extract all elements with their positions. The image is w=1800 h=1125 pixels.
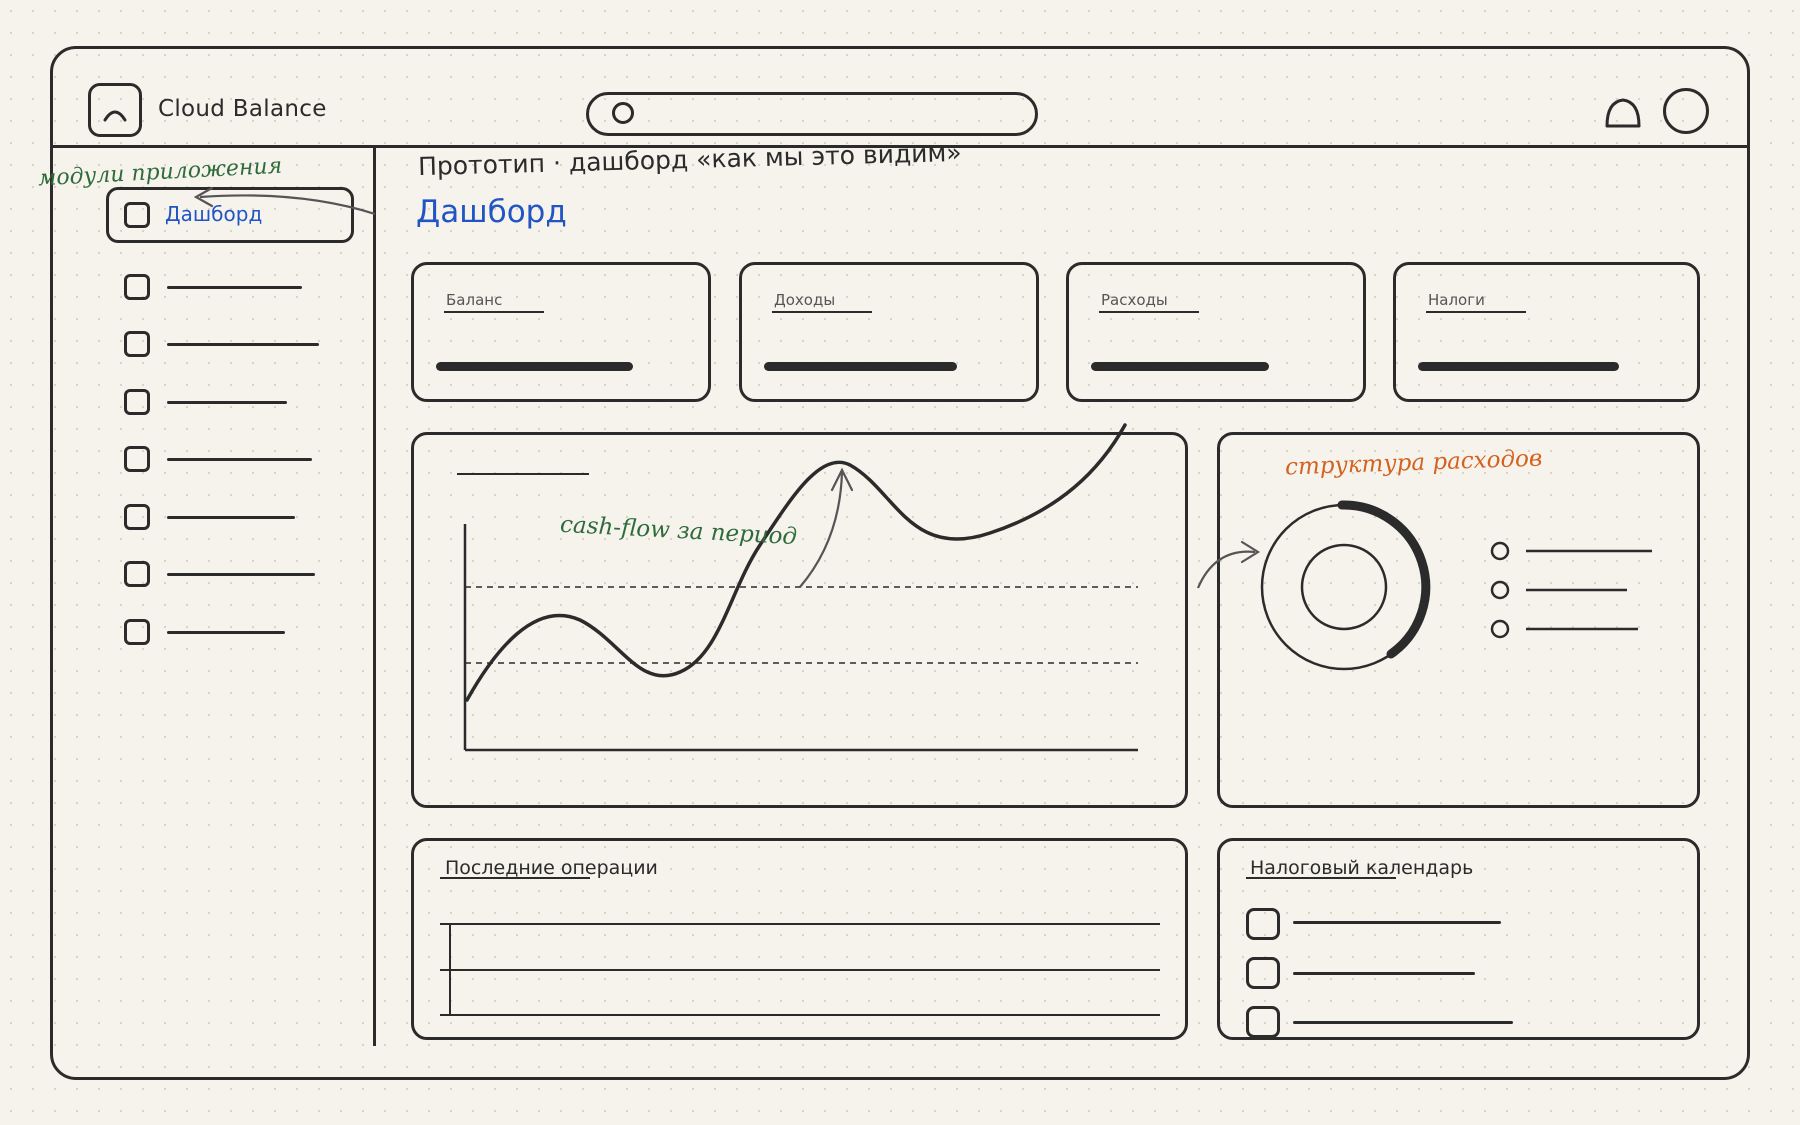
sidebar-item-placeholder[interactable] bbox=[167, 458, 312, 461]
kpi-label: Баланс bbox=[446, 291, 503, 309]
expense-structure-panel[interactable] bbox=[1217, 432, 1700, 808]
calendar-item-placeholder[interactable] bbox=[1293, 972, 1475, 975]
sidebar-item-icon[interactable] bbox=[124, 331, 150, 357]
legend-marker bbox=[1490, 541, 1510, 561]
kpi-underline bbox=[772, 311, 872, 313]
kpi-value-bar bbox=[1091, 362, 1269, 371]
kpi-label: Расходы bbox=[1101, 291, 1168, 309]
kpi-card-balance[interactable]: Баланс bbox=[411, 262, 711, 402]
annotation-arrowhead bbox=[1240, 540, 1261, 564]
sidebar-item-placeholder[interactable] bbox=[167, 631, 285, 634]
header-divider bbox=[52, 145, 1748, 148]
sidebar-item-label: Дашборд bbox=[165, 202, 263, 226]
annotation-arrow bbox=[199, 194, 376, 216]
calendar-item-icon[interactable] bbox=[1246, 1006, 1280, 1038]
kpi-card-taxes[interactable]: Налоги bbox=[1393, 262, 1700, 402]
kpi-underline bbox=[444, 311, 544, 313]
kpi-value-bar bbox=[436, 362, 633, 371]
sidebar-item-placeholder[interactable] bbox=[167, 286, 302, 289]
donut-highlight-segment bbox=[1337, 500, 1431, 659]
legend-marker bbox=[1490, 580, 1510, 600]
avatar-icon[interactable] bbox=[1663, 88, 1709, 134]
recent-operations-panel[interactable] bbox=[411, 838, 1188, 1040]
sidebar-item-icon[interactable] bbox=[124, 619, 150, 645]
kpi-card-income[interactable]: Доходы bbox=[739, 262, 1039, 402]
sidebar-item-placeholder[interactable] bbox=[167, 516, 295, 519]
bell-icon[interactable] bbox=[1603, 96, 1643, 130]
kpi-underline bbox=[1426, 311, 1526, 313]
kpi-card-expenses[interactable]: Расходы bbox=[1066, 262, 1366, 402]
recent-operations-title: Последние операции bbox=[445, 857, 658, 879]
annotation-arrow bbox=[1196, 550, 1256, 589]
annotation-arrow bbox=[799, 471, 844, 588]
sidebar-item-icon[interactable] bbox=[124, 561, 150, 587]
title-underline bbox=[1246, 877, 1396, 879]
title-underline bbox=[440, 877, 590, 879]
cashflow-chart-panel[interactable] bbox=[411, 432, 1188, 808]
kpi-value-bar bbox=[1418, 362, 1619, 371]
sidebar-divider bbox=[373, 146, 376, 1046]
annotation-arrowhead bbox=[830, 467, 854, 492]
sidebar-item-icon[interactable] bbox=[124, 504, 150, 530]
sidebar-item-icon bbox=[124, 202, 150, 228]
sidebar-item-icon[interactable] bbox=[124, 274, 150, 300]
cashflow-line bbox=[465, 423, 1127, 702]
tax-calendar-title: Налоговый календарь bbox=[1250, 857, 1474, 879]
sidebar-item-placeholder[interactable] bbox=[167, 401, 287, 404]
kpi-label: Налоги bbox=[1428, 291, 1485, 309]
kpi-underline bbox=[1099, 311, 1199, 313]
sidebar-item-icon[interactable] bbox=[124, 389, 150, 415]
app-window bbox=[50, 46, 1750, 1080]
chart-title-placeholder bbox=[457, 473, 589, 475]
search-icon bbox=[612, 102, 634, 124]
kpi-label: Доходы bbox=[774, 291, 836, 309]
annotation-arrowhead bbox=[193, 186, 214, 208]
app-title: Cloud Balance bbox=[158, 96, 327, 122]
sidebar-item-placeholder[interactable] bbox=[167, 573, 315, 576]
calendar-item-icon[interactable] bbox=[1246, 908, 1280, 940]
logo-icon[interactable] bbox=[88, 83, 142, 137]
calendar-item-placeholder[interactable] bbox=[1293, 921, 1501, 924]
legend-marker bbox=[1490, 619, 1510, 639]
sidebar-item-dashboard[interactable] bbox=[106, 187, 354, 243]
kpi-value-bar bbox=[764, 362, 957, 371]
donut-inner-ring bbox=[1300, 543, 1388, 631]
page-title: Дашборд bbox=[416, 194, 567, 230]
sidebar-item-icon[interactable] bbox=[124, 446, 150, 472]
search-input[interactable] bbox=[586, 92, 1038, 136]
calendar-item-placeholder[interactable] bbox=[1293, 1021, 1513, 1024]
tax-calendar-panel[interactable] bbox=[1217, 838, 1700, 1040]
calendar-item-icon[interactable] bbox=[1246, 957, 1280, 989]
sidebar-item-placeholder[interactable] bbox=[167, 343, 319, 346]
